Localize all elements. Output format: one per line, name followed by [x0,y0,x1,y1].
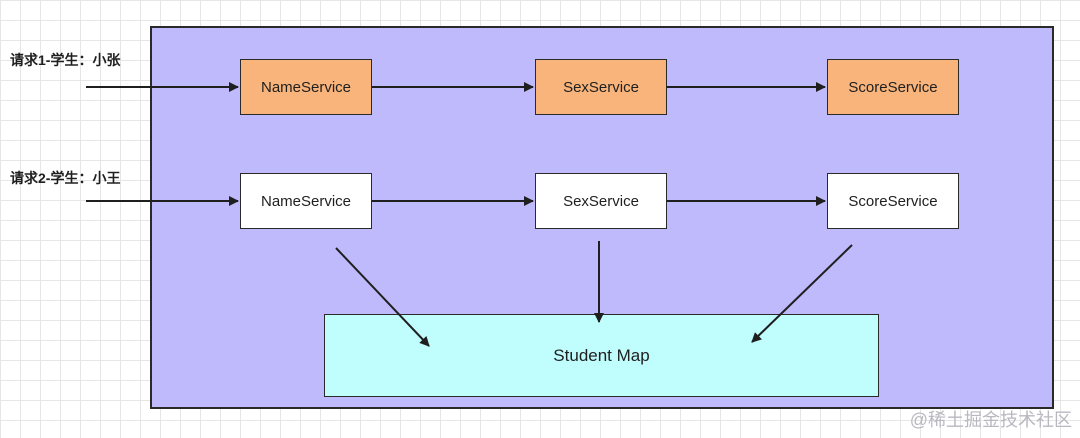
student-map-label: Student Map [553,345,650,365]
request-2-score-service: ScoreService [827,173,959,229]
request-1-name-service: NameService [240,59,372,115]
request-1-sex-service: SexService [535,59,667,115]
arrow-score-to-map [751,244,853,343]
request-2-sex-service: SexService [535,173,667,229]
request-1-score-service: ScoreService [827,59,959,115]
arrow-name-to-map [335,247,430,347]
request-1-label: 请求1-学生：小张 [10,52,121,68]
watermark: @稀土掘金技术社区 [909,410,1072,430]
request-2-name-service: NameService [240,173,372,229]
request-2-label: 请求2-学生：小王 [10,170,121,186]
